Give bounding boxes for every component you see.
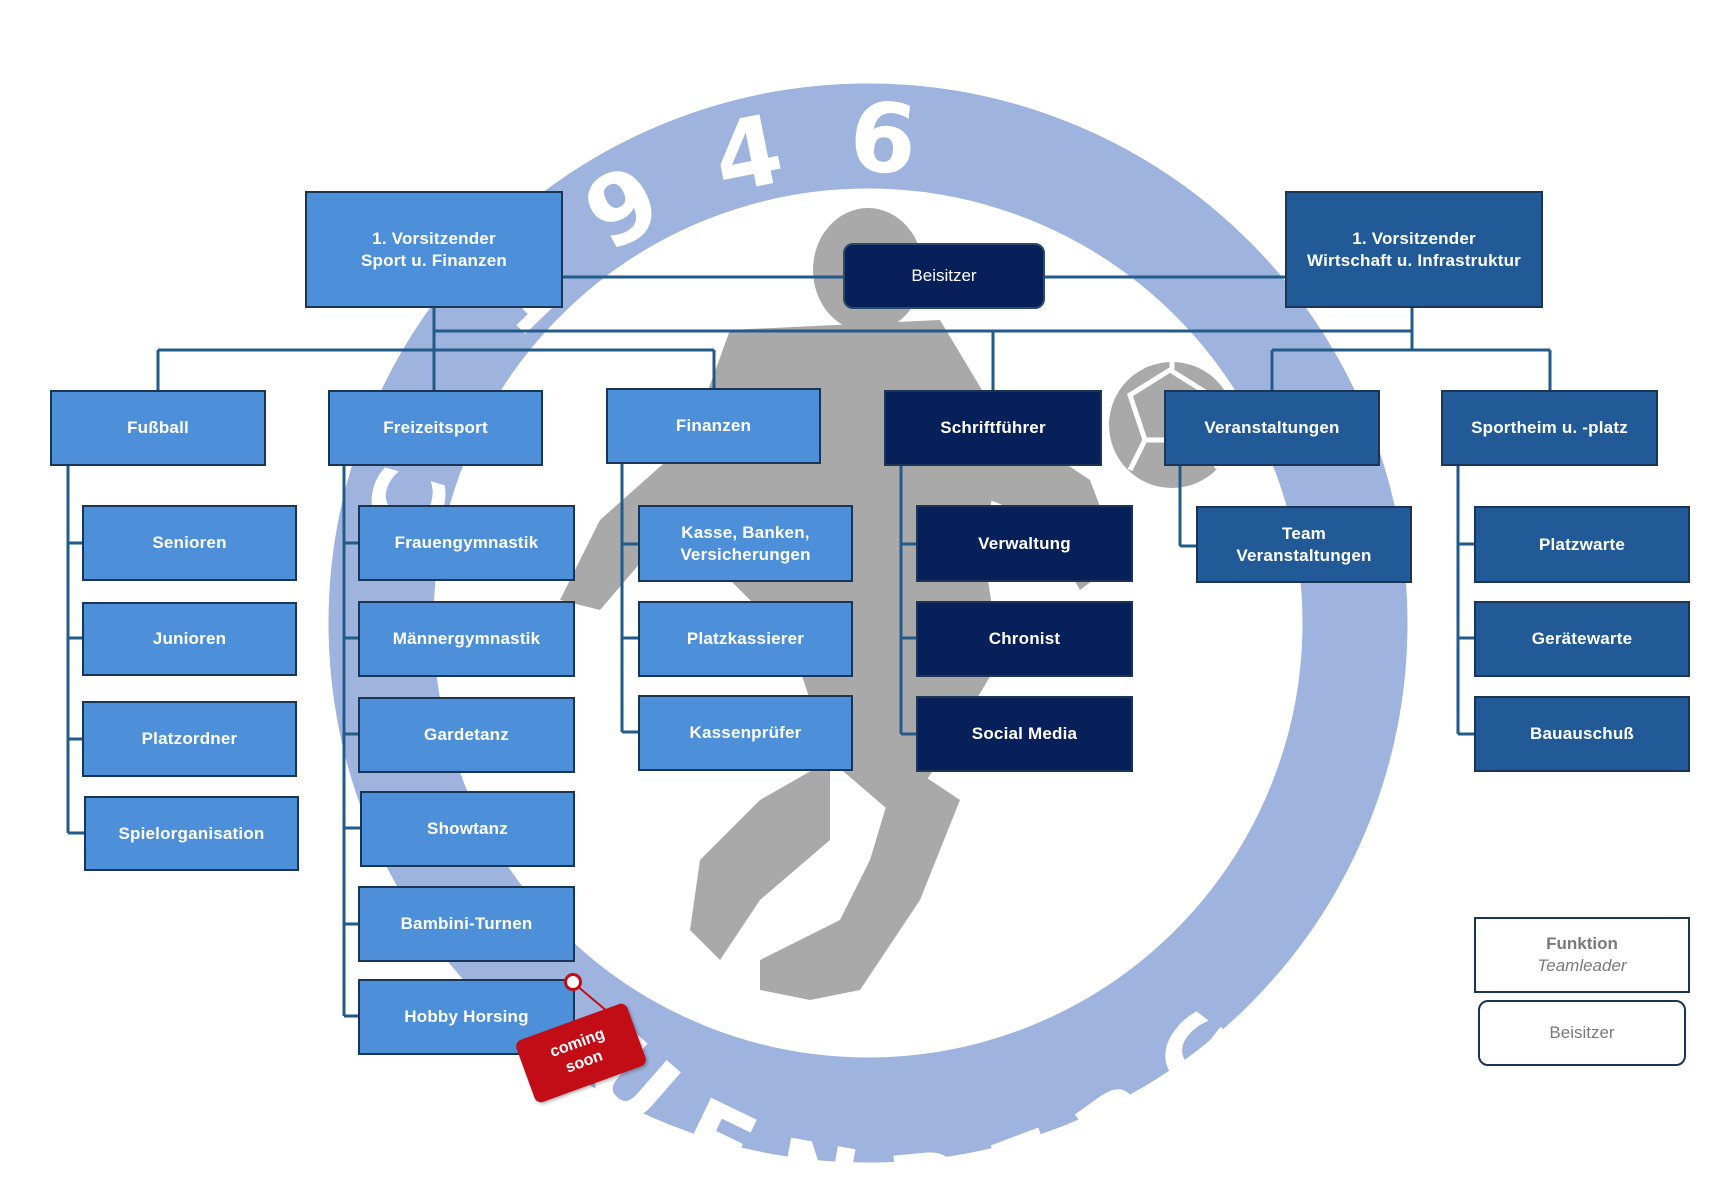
sign-hook: [564, 973, 582, 991]
team-junioren[interactable]: Junioren: [82, 602, 297, 676]
team-label: Showtanz: [427, 819, 508, 838]
team-label: Bauauschuß: [1529, 724, 1635, 743]
team-platzwarte[interactable]: Platzwarte: [1474, 506, 1690, 583]
team-frauengymnastik[interactable]: Frauengymnastik: [358, 505, 575, 581]
team-label: Verwaltung: [978, 533, 1071, 553]
team-kassenpruefer[interactable]: Kassenprüfer: [638, 695, 853, 771]
team-label: Senioren: [152, 533, 227, 552]
beisitzer-box[interactable]: Beisitzer: [843, 243, 1045, 309]
dept-sportheim-label: Sportheim u. -platz: [1471, 418, 1628, 437]
team-label: Platzordner: [141, 729, 238, 748]
president-economy-infrastructure[interactable]: 1. Vorsitzender Wirtschaft u. Infrastruk…: [1285, 191, 1543, 308]
team-kasse-banken[interactable]: Kasse, Banken, Versicherungen: [638, 505, 853, 582]
team-veranstaltungen[interactable]: Team Veranstaltungen: [1196, 506, 1412, 583]
team-label: Social Media: [971, 724, 1078, 743]
legend-beisitzer-box: Beisitzer: [1478, 1000, 1686, 1066]
team-label: Spielorganisation: [118, 823, 265, 843]
team-chronist[interactable]: Chronist: [916, 601, 1133, 677]
dept-veranstaltungen[interactable]: Veranstaltungen: [1164, 390, 1380, 466]
dept-fussball[interactable]: Fußball: [50, 390, 266, 466]
team-label: Junioren: [152, 629, 227, 648]
team-maennergymnastik[interactable]: Männergymnastik: [358, 601, 575, 677]
team-social-media[interactable]: Social Media: [916, 696, 1133, 772]
team-label: Platzwarte: [1538, 534, 1626, 554]
team-senioren[interactable]: Senioren: [82, 505, 297, 581]
team-label: Männergymnastik: [392, 629, 541, 648]
president-left-title: 1. Vorsitzender: [372, 228, 496, 248]
team-spielorganisation[interactable]: Spielorganisation: [84, 796, 299, 871]
team-label: Platzkassierer: [686, 629, 805, 648]
team-bauauschuss[interactable]: Bauauschuß: [1474, 696, 1690, 772]
dept-freizeitsport-label: Freizeitsport: [383, 418, 488, 437]
team-platzkassierer[interactable]: Platzkassierer: [638, 601, 853, 677]
president-right-area: Wirtschaft u. Infrastruktur: [1307, 250, 1521, 270]
dept-finanzen[interactable]: Finanzen: [606, 388, 821, 464]
president-sport-finance[interactable]: 1. Vorsitzender Sport u. Finanzen: [305, 191, 563, 308]
dept-fussball-label: Fußball: [127, 418, 189, 437]
team-platzordner[interactable]: Platzordner: [82, 701, 297, 777]
dept-schriftfuehrer[interactable]: Schriftführer: [884, 390, 1102, 466]
team-geraetewarte[interactable]: Gerätewarte: [1474, 601, 1690, 677]
legend-function-box: Funktion Teamleader: [1474, 917, 1690, 993]
team-label-line1: Team: [1282, 523, 1326, 543]
team-verwaltung[interactable]: Verwaltung: [916, 505, 1133, 582]
president-left-area: Sport u. Finanzen: [360, 250, 507, 270]
dept-finanzen-label: Finanzen: [675, 416, 752, 435]
beisitzer-label: Beisitzer: [911, 266, 977, 285]
legend-function-label: Funktion: [1546, 934, 1618, 953]
team-label: Chronist: [988, 629, 1061, 648]
team-gardetanz[interactable]: Gardetanz: [358, 697, 575, 773]
team-bambini-turnen[interactable]: Bambini-Turnen: [358, 886, 575, 962]
legend-beisitzer-label: Beisitzer: [1549, 1023, 1615, 1042]
team-label: Frauengymnastik: [394, 533, 539, 552]
legend-teamleader-label: Teamleader: [1537, 956, 1627, 975]
team-label-line1: Kasse, Banken,: [681, 522, 810, 542]
team-label: Kassenprüfer: [689, 723, 802, 742]
president-right-title: 1. Vorsitzender: [1352, 228, 1476, 248]
dept-veranstaltungen-label: Veranstaltungen: [1204, 418, 1340, 437]
team-label: Gerätewarte: [1531, 629, 1633, 648]
team-label: Gardetanz: [424, 725, 509, 744]
dept-sportheim[interactable]: Sportheim u. -platz: [1441, 390, 1658, 466]
team-label: Bambini-Turnen: [400, 914, 533, 933]
team-showtanz[interactable]: Showtanz: [360, 791, 575, 867]
dept-schriftfuehrer-label: Schriftführer: [940, 418, 1046, 437]
team-label: Hobby Horsing: [404, 1007, 529, 1026]
team-label-line2: Versicherungen: [680, 544, 811, 564]
dept-freizeitsport[interactable]: Freizeitsport: [328, 390, 543, 466]
team-label-line2: Veranstaltungen: [1236, 545, 1372, 565]
